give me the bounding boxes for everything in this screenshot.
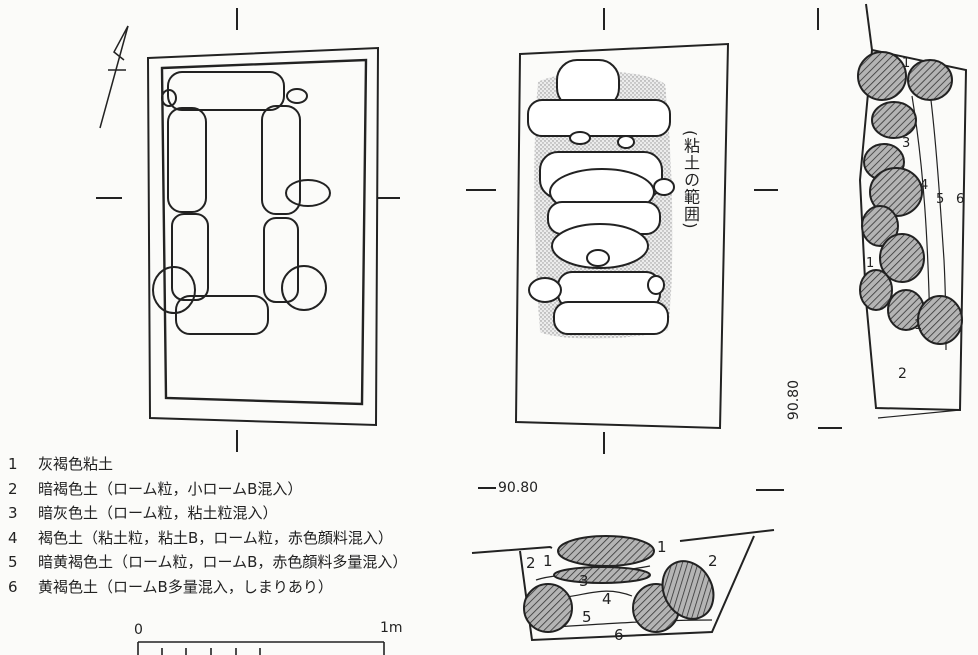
side-label-1-bottom: 1 bbox=[914, 318, 923, 333]
side-label-6: 6 bbox=[956, 192, 965, 207]
section-label-2-left: 2 bbox=[526, 554, 536, 572]
legend-row-2: 2 暗褐色土（ローム粒，小ロームB混入） bbox=[8, 477, 407, 502]
legend-text: 暗褐色土（ローム粒，小ロームB混入） bbox=[38, 479, 303, 498]
legend-row-4: 4 褐色土（粘土粒，粘土B，ローム粒，赤色顔料混入） bbox=[8, 526, 407, 551]
legend-num: 1 bbox=[8, 455, 18, 473]
legend-text: 褐色土（粘土粒，粘土B，ローム粒，赤色顔料混入） bbox=[38, 528, 393, 547]
north-arrow bbox=[99, 25, 129, 129]
plan-middle bbox=[466, 8, 778, 454]
section-label-1-right: 1 bbox=[657, 538, 667, 556]
legend-num: 6 bbox=[8, 577, 18, 596]
side-label-1-middle: 1 bbox=[866, 256, 875, 271]
section-label-2-right: 2 bbox=[708, 552, 718, 570]
elevation-label-horizontal: 90.80 bbox=[498, 480, 539, 496]
layer-legend: 1 灰褐色粘土 2 暗褐色土（ローム粒，小ロームB混入） 3 暗灰色土（ローム粒，粘土… bbox=[8, 452, 407, 600]
section-label-3: 3 bbox=[579, 572, 589, 590]
legend-row-6: 6 黄褐色土（ロームB多量混入，しまりあり） bbox=[8, 575, 407, 600]
side-label-3: 3 bbox=[902, 136, 911, 151]
section-bottom bbox=[471, 487, 784, 642]
side-label-4: 4 bbox=[920, 178, 929, 193]
plan-left bbox=[96, 8, 400, 452]
scale-start-label: 0 bbox=[134, 622, 143, 638]
side-label-1-top: 1 bbox=[902, 56, 911, 71]
section-right bbox=[817, 3, 968, 429]
scale-bar bbox=[137, 641, 385, 655]
legend-num: 4 bbox=[8, 528, 18, 547]
legend-row-1: 1 灰褐色粘土 bbox=[8, 452, 407, 477]
scale-end-label: 1m bbox=[380, 620, 403, 636]
legend-text: 黄褐色土（ロームB多量混入，しまりあり） bbox=[38, 577, 333, 596]
section-label-1-left: 1 bbox=[543, 552, 553, 570]
legend-num: 3 bbox=[8, 504, 18, 523]
clay-range-label: (粘土の範囲) bbox=[681, 130, 700, 230]
side-label-2: 2 bbox=[898, 366, 907, 382]
legend-text: 暗灰色土（ローム粒，粘土粒混入） bbox=[38, 504, 278, 523]
legend-text: 暗黄褐色土（ローム粒，ロームB，赤色顔料多量混入） bbox=[38, 553, 408, 572]
legend-num: 2 bbox=[8, 479, 18, 498]
legend-row-3: 3 暗灰色土（ローム粒，粘土粒混入） bbox=[8, 501, 407, 526]
legend-row-5: 5 暗黄褐色土（ローム粒，ロームB，赤色顔料多量混入） bbox=[8, 550, 407, 575]
section-label-4: 4 bbox=[602, 590, 612, 608]
legend-num: 5 bbox=[8, 553, 18, 572]
section-label-5: 5 bbox=[582, 608, 592, 626]
side-label-5: 5 bbox=[936, 192, 945, 207]
legend-text: 灰褐色粘土 bbox=[38, 455, 114, 473]
section-label-6: 6 bbox=[614, 626, 624, 644]
elevation-label-vertical: 90.80 bbox=[786, 380, 802, 421]
